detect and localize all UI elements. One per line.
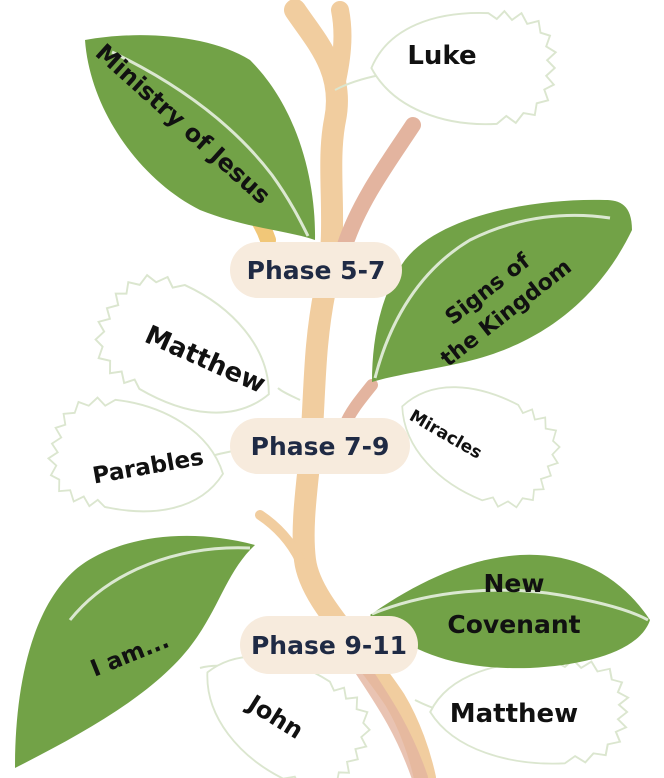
phase-pill-1: Phase 5-7 [230, 242, 402, 298]
phase-pill-3: Phase 9-11 [240, 616, 418, 674]
green-leaf-ministry-of-jesus: Ministry of Jesus [85, 35, 316, 241]
outline-leaf-matthew-upper: Matthew [77, 256, 301, 447]
green-leaf-new-covenant: New Covenant [370, 554, 650, 669]
leaf-label-matthew-lower: Matthew [450, 699, 578, 729]
phase-label-2: Phase 7-9 [251, 432, 390, 461]
leaf-label-new: New [484, 569, 545, 598]
outline-leaf-john: John [179, 623, 388, 778]
phase-label-3: Phase 9-11 [251, 631, 407, 660]
phase-pill-2: Phase 7-9 [230, 418, 410, 474]
outline-leaf-matthew-lower: Matthew [414, 658, 630, 765]
green-leaf-i-am: I am... [15, 535, 255, 768]
outline-leaf-luke: Luke [334, 10, 557, 126]
outline-leaf-miracles: Miracles [379, 358, 575, 524]
leaf-label-luke: Luke [407, 41, 476, 71]
green-leaf-signs-of-the-kingdom: Signs of the Kingdom [372, 199, 632, 382]
leaf-label-covenant: Covenant [447, 610, 580, 639]
phase-label-1: Phase 5-7 [247, 256, 386, 285]
